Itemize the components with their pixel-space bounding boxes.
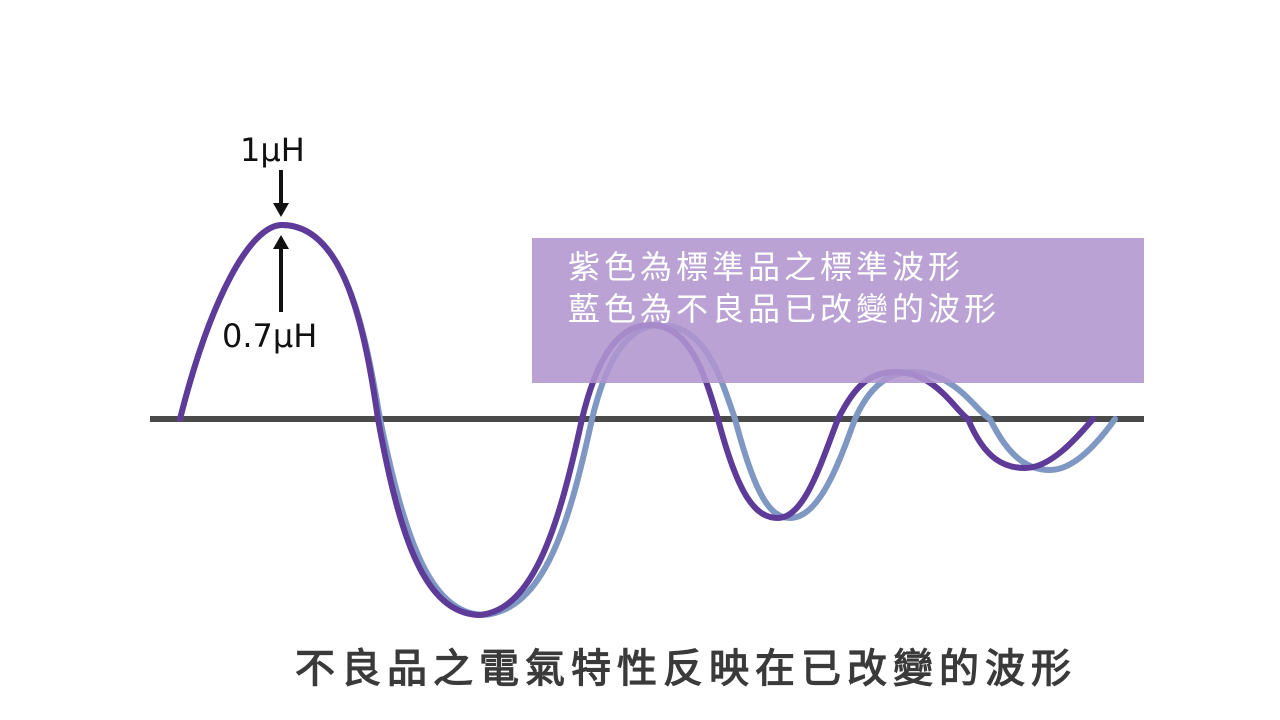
legend-defective-text: 藍色為不良品已改變的波形 [568, 290, 1001, 328]
legend-box: 紫色為標準品之標準波形 藍色為不良品已改變的波形 [532, 238, 1144, 383]
diagram-caption: 不良品之電氣特性反映在已改變的波形 [295, 646, 1077, 692]
peak-upper-label: 1μH [240, 131, 305, 169]
arrow-up-icon [273, 235, 289, 312]
legend-standard-text: 紫色為標準品之標準波形 [568, 248, 965, 286]
peak-lower-label: 0.7μH [222, 317, 317, 355]
arrow-down-icon [273, 170, 289, 217]
